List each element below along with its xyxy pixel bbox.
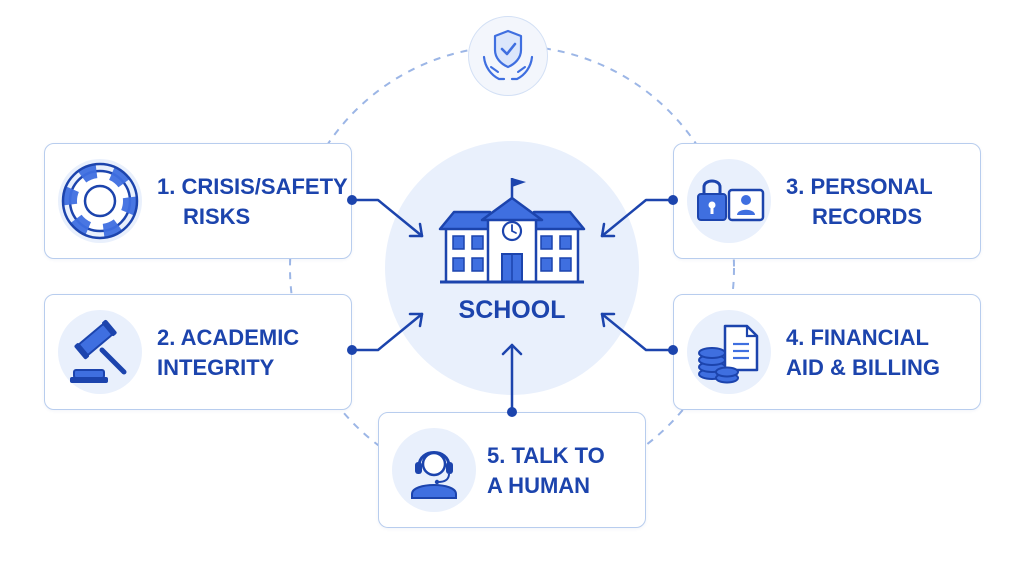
card-label: 4. FINANCIAL AID & BILLING: [786, 323, 940, 383]
connector-2: [350, 312, 424, 352]
connector-1: [350, 198, 424, 238]
top-badge: [468, 16, 548, 96]
card-label: 5. TALK TO A HUMAN: [487, 441, 605, 501]
card-icon-circle: [687, 159, 771, 243]
card-title-line2: RISKS: [183, 204, 251, 229]
connector-dot-1: [347, 195, 357, 205]
card-title-line2: INTEGRITY: [157, 355, 275, 380]
connector-3: [600, 198, 675, 238]
card-label: 3. PERSONAL RECORDS: [786, 172, 933, 232]
card-icon-circle: [58, 310, 142, 394]
card-personal-records: 3. PERSONAL RECORDS: [673, 143, 981, 259]
card-title-line2: RECORDS: [812, 204, 923, 229]
card-label: 2. ACADEMIC INTEGRITY: [157, 323, 299, 383]
connector-dot-4: [668, 345, 678, 355]
dashed-orbit-ring: [289, 45, 735, 491]
locked-id-card-icon: [697, 179, 765, 222]
coins-document-icon: [698, 324, 759, 384]
card-title-line1: 4. FINANCIAL: [786, 325, 929, 350]
card-academic-integrity: 2. ACADEMIC INTEGRITY: [44, 294, 352, 410]
card-title-line1: 2. ACADEMIC: [157, 325, 300, 350]
card-talk-to-human: 5. TALK TO A HUMAN: [378, 412, 646, 528]
connector-4: [600, 312, 675, 352]
arrowhead-2: [408, 312, 424, 328]
arrowhead-5: [501, 343, 523, 356]
protected-shield-hands-icon: [482, 29, 534, 81]
arrowhead-4: [600, 312, 616, 328]
card-title-line1: 3. PERSONAL: [786, 174, 933, 199]
arrowhead-1: [408, 222, 424, 238]
card-financial-aid: 4. FINANCIAL AID & BILLING: [673, 294, 981, 410]
gavel-icon: [70, 319, 127, 383]
card-title-line1: 1. CRISIS/SAFETY: [157, 174, 348, 199]
card-icon-circle: [687, 310, 771, 394]
connector-dot-5: [507, 407, 517, 417]
card-crisis-safety: 1. CRISIS/SAFETY RISKS: [44, 143, 352, 259]
card-icon-circle: [392, 428, 476, 512]
connector-dot-2: [347, 345, 357, 355]
connector-dot-3: [668, 195, 678, 205]
center-label: SCHOOL: [458, 296, 566, 324]
card-label: 1. CRISIS/SAFETY RISKS: [157, 172, 348, 232]
card-icon-circle: [58, 159, 142, 243]
card-title-line2: A HUMAN: [487, 473, 591, 498]
arrowhead-3: [600, 222, 616, 238]
card-title-line1: 5. TALK TO: [487, 443, 605, 468]
life-ring-icon: [61, 162, 139, 240]
card-title-line2: AID & BILLING: [786, 355, 940, 380]
headset-agent-icon: [411, 451, 457, 499]
